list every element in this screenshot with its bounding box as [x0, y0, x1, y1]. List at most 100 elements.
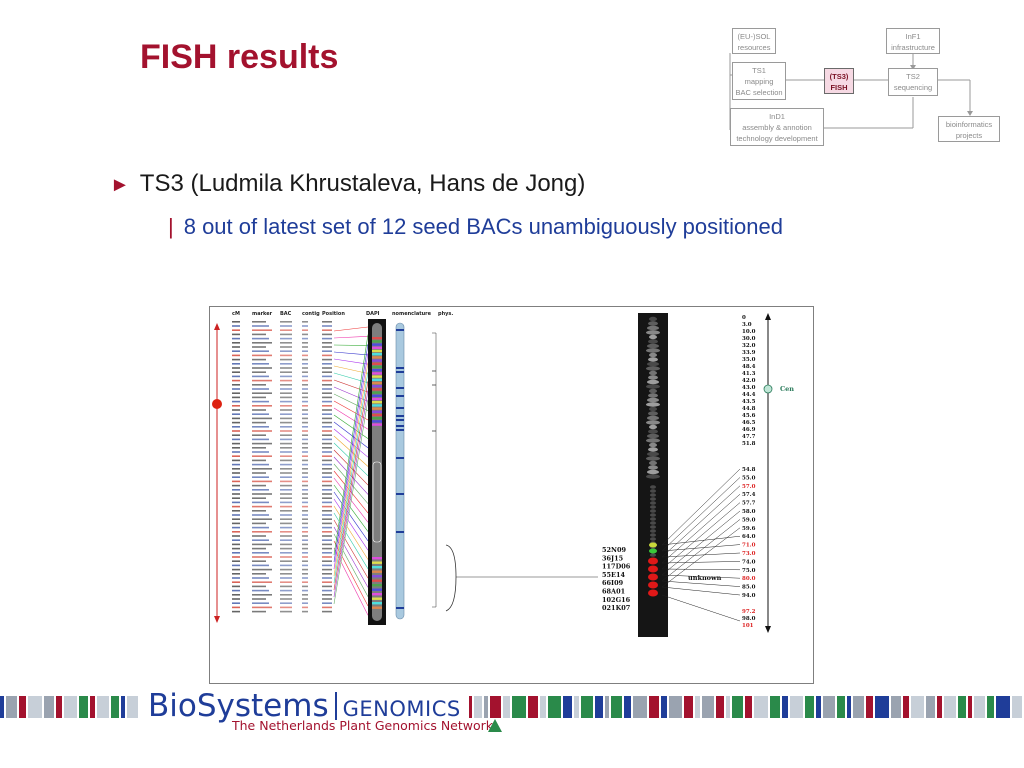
- right-scale-value: 44.8: [742, 406, 756, 412]
- box-ts2-line2: sequencing: [893, 83, 933, 92]
- footer-stripe: [581, 696, 593, 718]
- box-inf1-line1: InF1: [905, 32, 921, 41]
- table-row: [232, 581, 332, 583]
- table-row: [232, 585, 332, 588]
- dapi-signal: [372, 420, 382, 423]
- right-scale-value: 57.0: [742, 484, 756, 490]
- table-row: [232, 430, 332, 432]
- ideogram-band: [396, 457, 404, 459]
- table-row: [232, 413, 332, 415]
- ideogram-band: [396, 329, 404, 331]
- right-scale-value: 41.3: [742, 371, 756, 377]
- right-connectors: [661, 468, 741, 622]
- table-row: [232, 568, 332, 571]
- fish-bac-label: 021K07: [602, 604, 630, 612]
- table-row: [232, 564, 332, 567]
- header-cm: cM: [232, 311, 240, 317]
- footer-stripe: [111, 696, 119, 718]
- connector-line: [333, 362, 369, 577]
- logo-triangle-icon: [488, 719, 502, 732]
- phys-scale-ticks: [432, 332, 437, 608]
- fish-bright-spot: [646, 330, 660, 335]
- fish-bright-spot: [650, 485, 656, 489]
- footer-stripe: [726, 696, 730, 718]
- fish-bright-spot: [649, 352, 657, 358]
- footer-stripe: [611, 696, 622, 718]
- footer-stripe: [866, 696, 873, 718]
- right-scale-value: 43.0: [742, 385, 756, 391]
- right-scale-value: 80.0: [742, 576, 756, 582]
- footer-stripe: [790, 696, 803, 718]
- fish-bright-spot: [648, 357, 658, 362]
- bullet-arrow-icon: ►: [110, 174, 130, 196]
- connector-line: [333, 399, 369, 605]
- fish-bac-label: 68A01: [602, 588, 625, 596]
- fish-signal-red: [648, 565, 658, 573]
- table-row: [232, 598, 332, 600]
- table-row: [232, 421, 332, 424]
- connector-line: [333, 547, 369, 616]
- table-row: [232, 358, 332, 361]
- dapi-signal: [372, 557, 382, 560]
- header-dapi: DAPI: [366, 311, 380, 317]
- fish-bright-spot: [648, 393, 658, 398]
- footer-stripe: [490, 696, 501, 718]
- footer-stripe: [563, 696, 572, 718]
- table-row: [232, 354, 332, 357]
- footer-stripe: [937, 696, 942, 718]
- box-ts1-line1: TS1: [752, 66, 766, 75]
- box-ind1-line1: InD1: [769, 112, 785, 121]
- fish-bright-spot: [650, 525, 656, 529]
- connector-line: [333, 344, 369, 346]
- box-ts3-line1: (TS3): [829, 72, 849, 81]
- dapi-signal: [372, 337, 382, 340]
- box-inf1-line2: infrastructure: [891, 43, 935, 52]
- fish-bright-spot: [650, 509, 656, 513]
- dapi-signal: [372, 340, 382, 343]
- right-scale-value: 51.8: [742, 441, 756, 447]
- fish-bright-spot: [646, 474, 660, 479]
- left-scale-arrow-down-icon: [214, 616, 220, 623]
- fish-bright-spot: [647, 415, 659, 421]
- box-inf1: InF1 infrastructure: [886, 28, 940, 54]
- fish-bright-spot: [646, 384, 660, 389]
- footer-stripe: [64, 696, 77, 718]
- fish-signals: [648, 542, 658, 597]
- dapi-outline: [372, 461, 382, 543]
- right-connector-line: [661, 568, 741, 571]
- dapi-signal: [372, 353, 382, 356]
- table-row: [232, 539, 332, 541]
- fish-figure: cM marker BAC contig Position DAPI nomen…: [209, 306, 814, 684]
- dapi-signal: [372, 593, 382, 596]
- footer-stripe: [996, 696, 1010, 718]
- fish-bright-spot: [647, 469, 659, 475]
- table-row: [232, 505, 332, 508]
- dapi-signal: [372, 381, 382, 385]
- fish-bright-spot: [650, 505, 656, 509]
- table-row: [232, 337, 332, 340]
- right-scale-value: 59.6: [742, 526, 756, 532]
- fish-bright-spot: [646, 348, 660, 353]
- footer-stripe: [702, 696, 714, 718]
- header-position: Position: [322, 311, 345, 317]
- connector-line: [333, 343, 369, 563]
- footer-stripe: [911, 696, 924, 718]
- right-scale-arrow-down-icon: [765, 626, 771, 633]
- fish-signal-red: [648, 581, 658, 589]
- footer-stripe: [97, 696, 109, 718]
- footer-stripe: [903, 696, 909, 718]
- right-connector-line: [661, 561, 741, 564]
- table-row: [232, 409, 332, 411]
- table-row: [232, 552, 332, 554]
- table-row: [232, 459, 332, 462]
- connector-line: [333, 505, 369, 560]
- right-connector-line: [661, 519, 741, 582]
- dapi-signal: [372, 391, 382, 394]
- right-scale-value: 47.7: [742, 434, 756, 440]
- fish-bright-spot: [648, 375, 658, 380]
- footer-stripe: [782, 696, 788, 718]
- table-row: [232, 346, 332, 348]
- connector-line: [333, 390, 369, 598]
- right-scale-value: 43.5: [742, 399, 756, 405]
- right-connector-line: [661, 477, 741, 552]
